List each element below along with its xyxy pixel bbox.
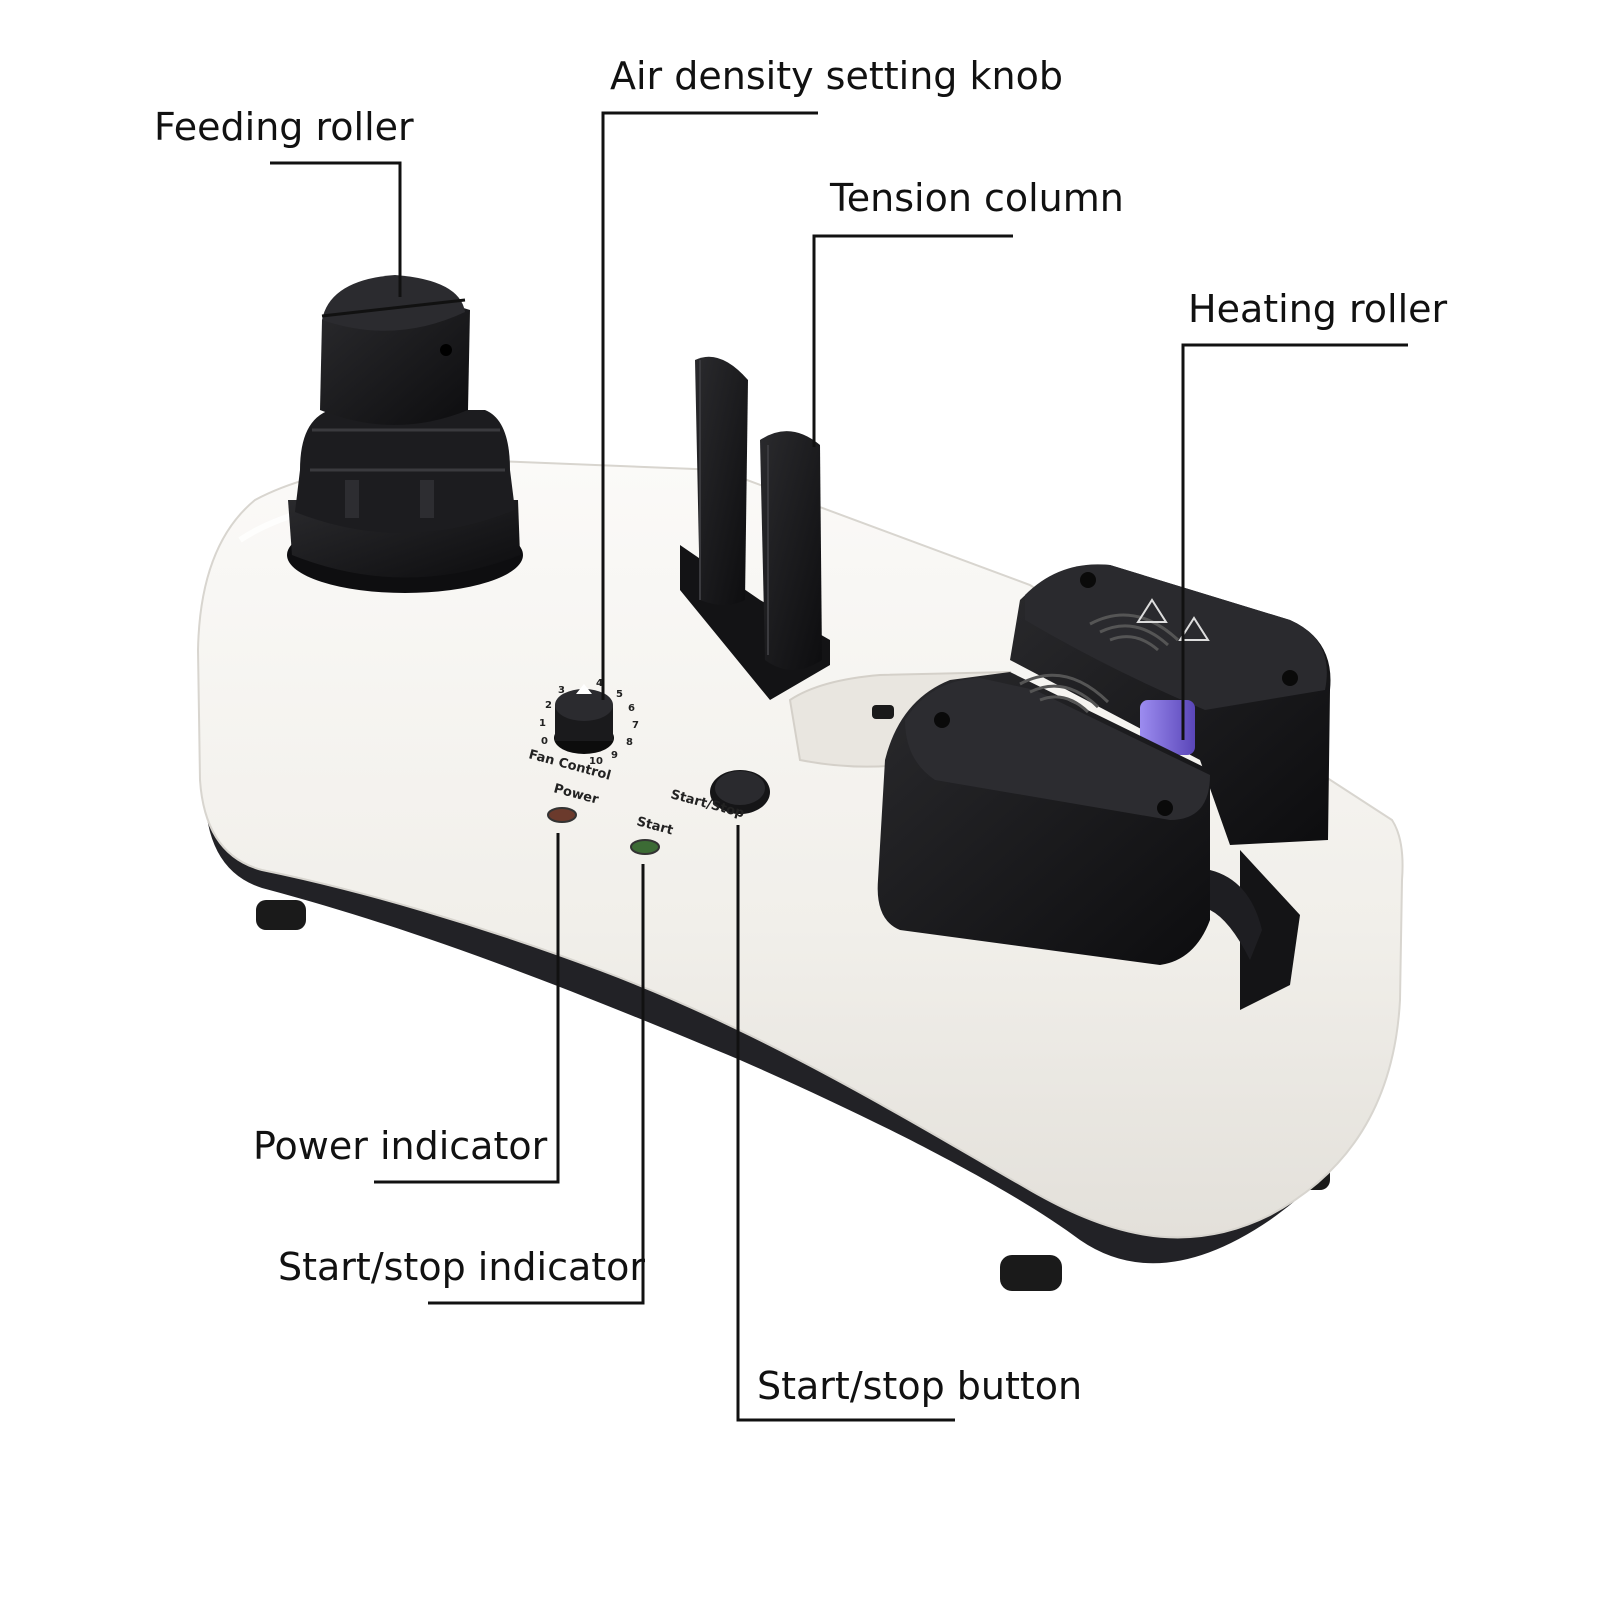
callout-start-stop-indicator: Start/stop indicator xyxy=(278,1245,646,1289)
dial-number: 2 xyxy=(545,700,552,711)
feeding-roller-part xyxy=(287,275,523,593)
dial-number: 0 xyxy=(541,736,548,747)
film-outlet xyxy=(1240,850,1300,1010)
dial-number: 5 xyxy=(616,689,623,700)
heating-roller-front-housing xyxy=(872,672,1210,965)
callout-air-density-knob: Air density setting knob xyxy=(610,54,1063,98)
callout-power-indicator: Power indicator xyxy=(253,1124,548,1168)
callout-start-stop-button: Start/stop button xyxy=(757,1364,1083,1408)
start-led xyxy=(630,839,660,855)
callout-feeding-roller: Feeding roller xyxy=(154,105,414,149)
dial-number: 9 xyxy=(611,750,618,761)
dial-number: 3 xyxy=(558,685,565,696)
dial-number: 1 xyxy=(539,718,546,729)
dial-number: 7 xyxy=(632,720,639,731)
air-density-knob-part xyxy=(554,684,614,754)
callout-heating-roller: Heating roller xyxy=(1188,287,1448,331)
dial-number: 10 xyxy=(589,756,603,767)
dial-number: 6 xyxy=(628,703,635,714)
power-led xyxy=(547,807,577,823)
dial-number: 8 xyxy=(626,737,633,748)
dial-number: 4 xyxy=(596,678,603,689)
heating-roller-part xyxy=(1140,700,1195,755)
callout-tension-column: Tension column xyxy=(830,176,1124,220)
